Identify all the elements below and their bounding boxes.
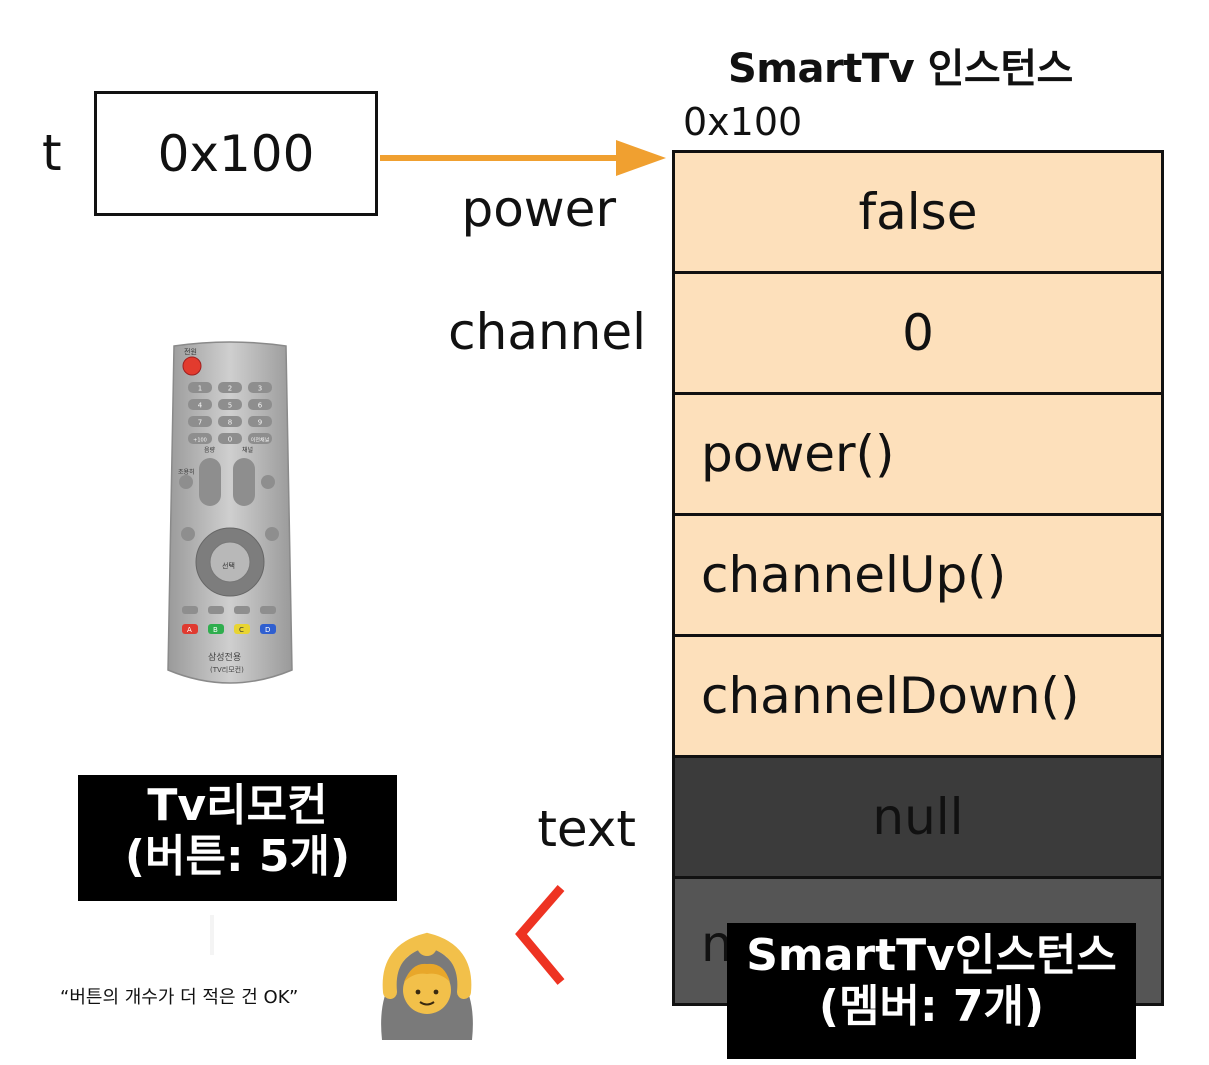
instance-caption-line1: SmartTv인스턴스 (727, 931, 1136, 982)
svg-text:조용히: 조용히 (178, 468, 195, 476)
remote-key-label: 1 (198, 385, 202, 393)
remote-control-image: 전원 1 2 3 4 5 6 7 8 9 +100 0 이전채널 음량 채널 조용히 선택 A B C… (166, 340, 294, 692)
svg-text:A: A (187, 626, 192, 634)
svg-text:B: B (213, 626, 218, 634)
label-power: power (316, 180, 616, 238)
remote-key-label: 6 (258, 402, 263, 410)
remote-brand: 삼성전용 (208, 652, 241, 663)
reference-value: 0x100 (158, 125, 315, 183)
svg-text:선택: 선택 (222, 561, 235, 570)
ok-gesture-person-icon (372, 932, 482, 1042)
remote-key-label: 3 (258, 385, 262, 393)
remote-power-label: 전원 (184, 347, 197, 356)
variable-name: t (42, 124, 62, 182)
remote-function-key (234, 606, 250, 614)
instance-block: false 0 power() channelUp() channelDown(… (672, 150, 1164, 1006)
remote-key-label: 5 (228, 402, 232, 410)
remote-function-key (208, 606, 224, 614)
member-channel-value: 0 (672, 271, 1164, 395)
remote-key-label: 8 (228, 419, 232, 427)
remote-function-key (260, 606, 276, 614)
instance-title: SmartTv 인스턴스 (728, 36, 1073, 94)
quote-text: “버튼의 개수가 더 적은 건 OK” (60, 983, 298, 1009)
remote-key-label: 7 (198, 419, 202, 427)
divider-mark (210, 915, 214, 955)
instance-caption: SmartTv인스턴스 (멤버: 7개) (727, 923, 1136, 1059)
remote-volume-rocker (199, 458, 221, 506)
svg-text:채널: 채널 (242, 446, 253, 454)
chevron-left-icon (513, 884, 565, 988)
remote-caption-line1: Tv리모컨 (78, 781, 397, 832)
remote-key-label: +100 (193, 438, 207, 444)
remote-caption-line2: (버튼: 5개) (78, 832, 397, 883)
label-channel: channel (346, 303, 646, 361)
member-channelup-method: channelUp() (672, 513, 1164, 637)
instance-caption-line2: (멤버: 7개) (727, 982, 1136, 1033)
remote-key-label: 이전채널 (251, 437, 270, 444)
remote-model: (TV리모컨) (210, 665, 244, 674)
svg-text:D: D (265, 626, 270, 634)
remote-channel-rocker (233, 458, 255, 506)
instance-address: 0x100 (683, 100, 802, 144)
remote-key-label: 2 (228, 385, 232, 393)
remote-key-label: 9 (258, 419, 262, 427)
member-power-value: false (672, 150, 1164, 274)
member-text-value: null (672, 755, 1164, 879)
member-channeldown-method: channelDown() (672, 634, 1164, 758)
svg-text:C: C (239, 626, 244, 634)
remote-caption: Tv리모컨 (버튼: 5개) (78, 775, 397, 901)
reference-arrow (378, 136, 668, 182)
remote-function-key (182, 606, 198, 614)
remote-power-button (183, 357, 201, 375)
remote-key-label: 0 (228, 436, 232, 444)
remote-key-label: 4 (198, 402, 203, 410)
member-power-method: power() (672, 392, 1164, 516)
arrow-head (616, 140, 666, 176)
svg-text:음량: 음량 (204, 447, 216, 454)
